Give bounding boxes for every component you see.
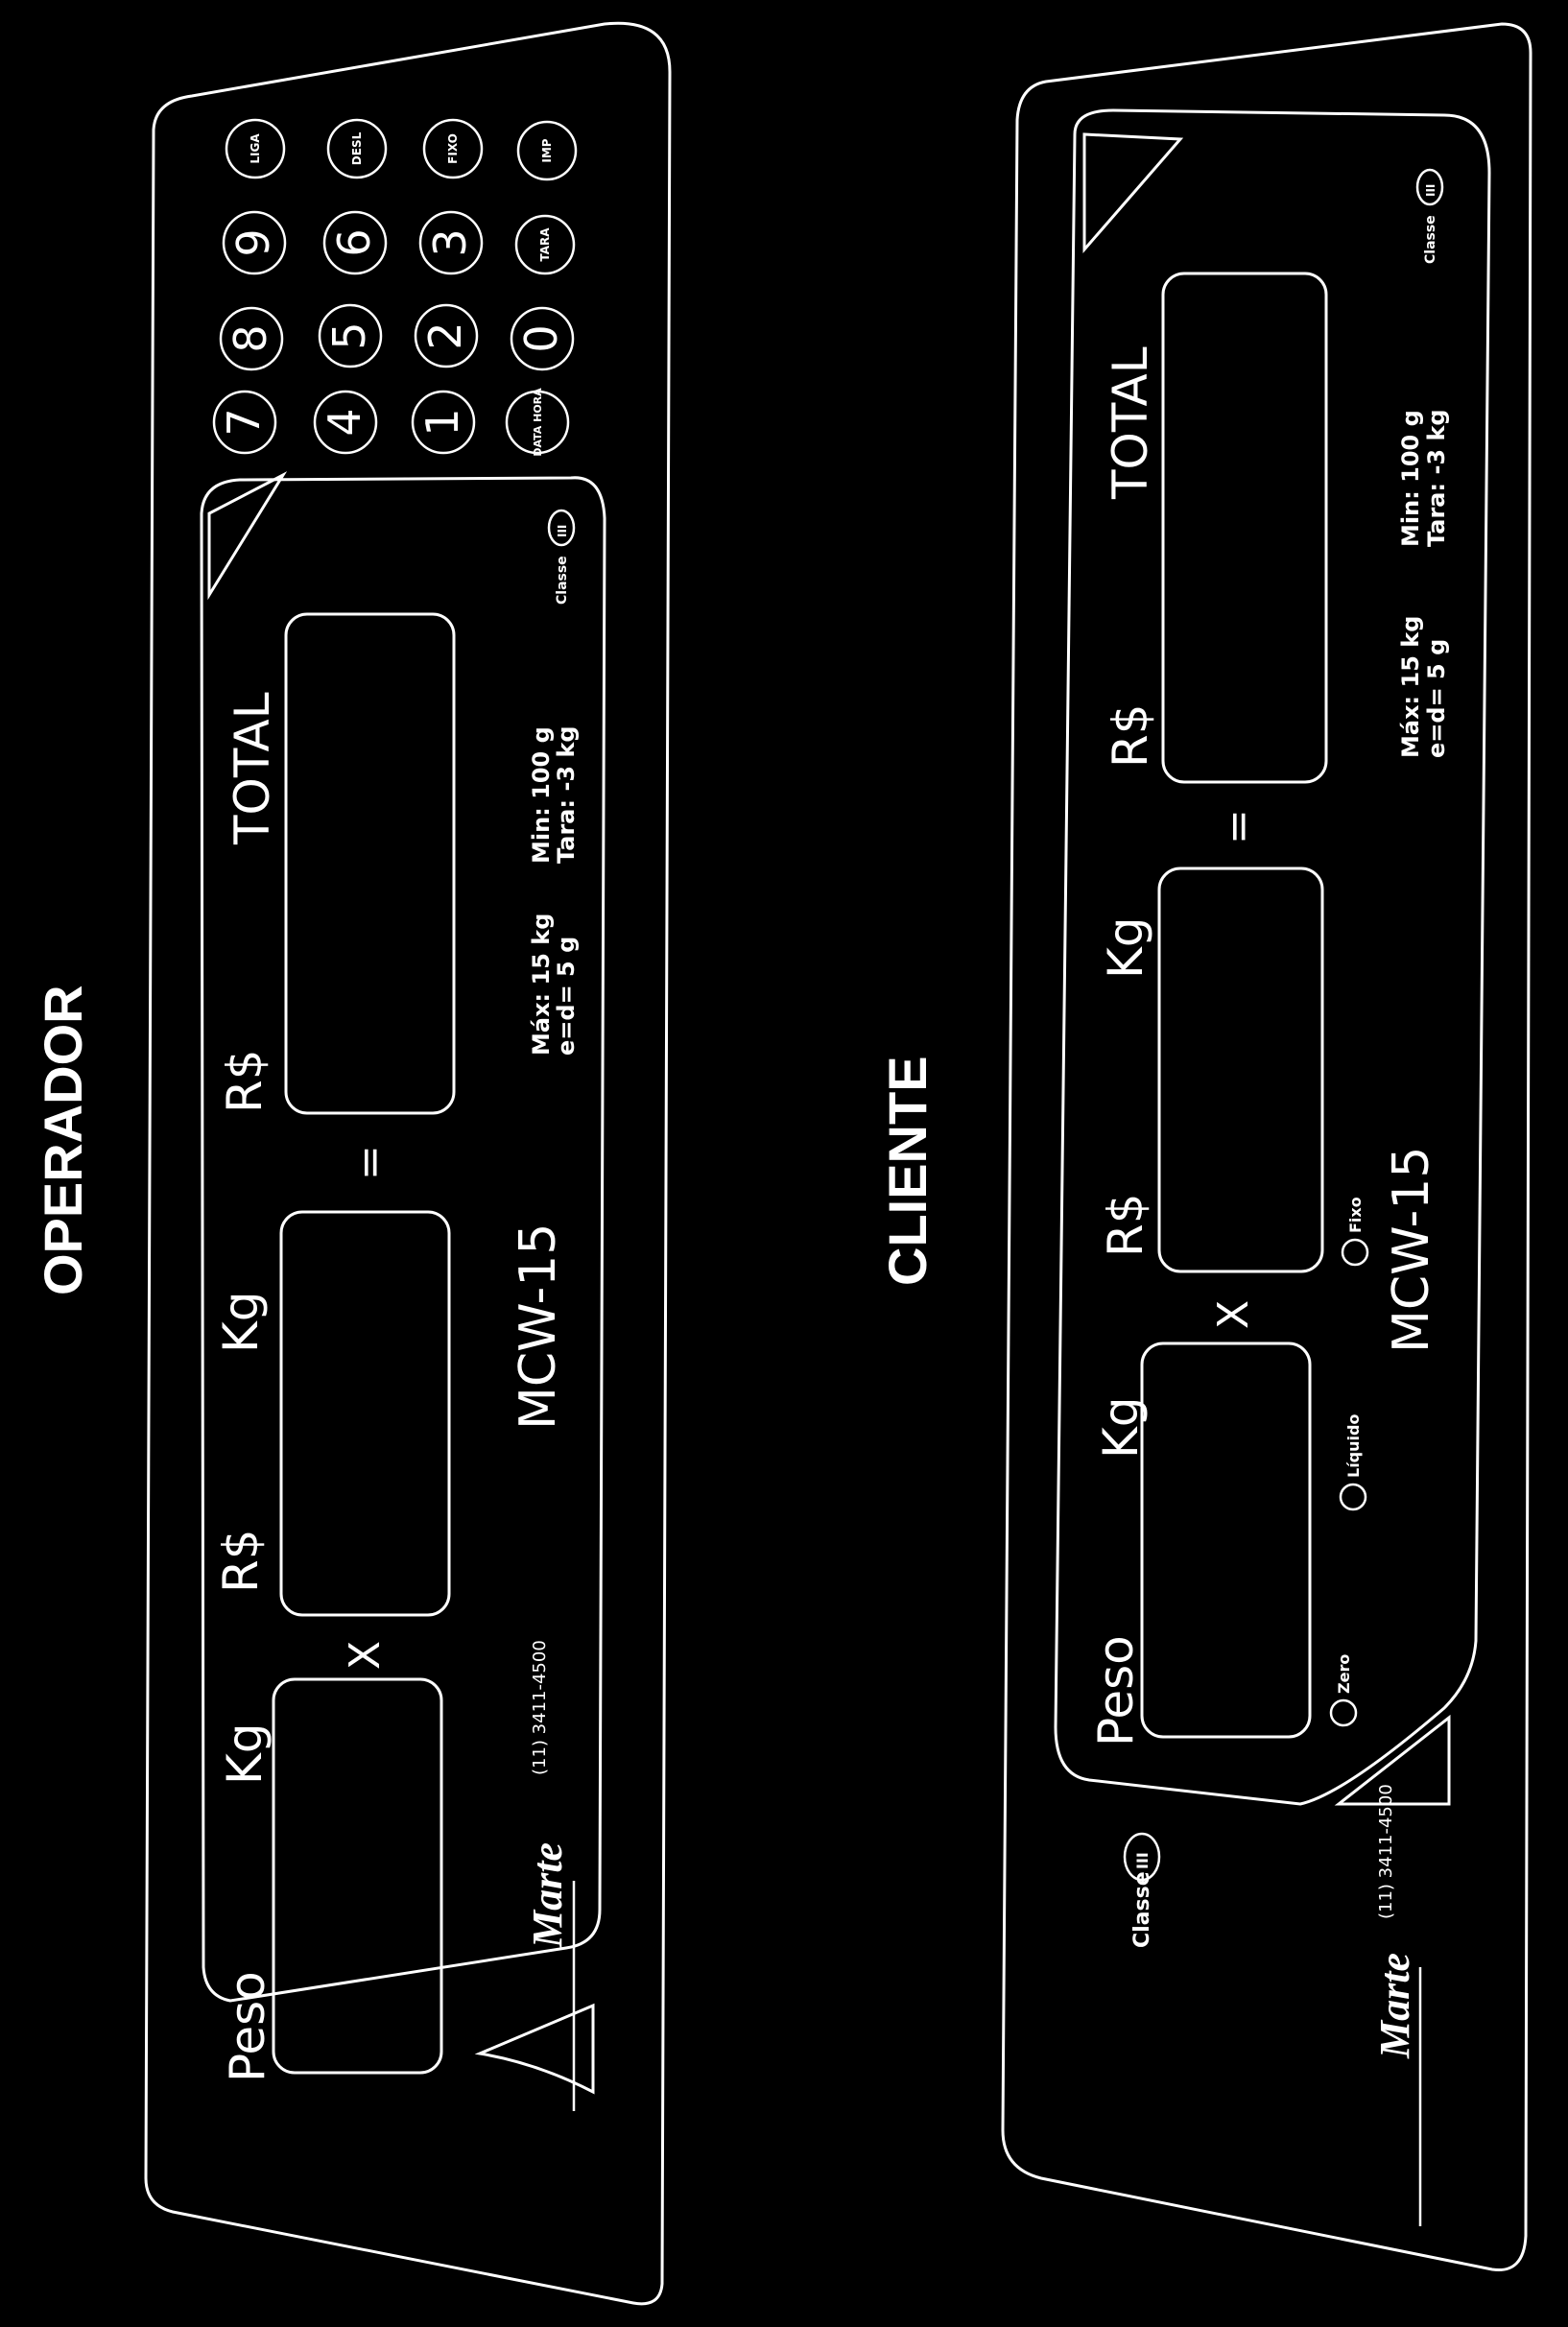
cliente-brand: Marte (1371, 1953, 1418, 2059)
key-7[interactable] (212, 390, 277, 455)
key-imp-label: IMP (540, 138, 554, 162)
cliente-classe-top-badge (1415, 168, 1444, 206)
cliente-spec-ed: e=d= 5 g (1423, 639, 1450, 758)
cliente-liquido-indicator (1339, 1483, 1367, 1511)
cliente-classe-bottom: Classe (1130, 1871, 1154, 1948)
key-5[interactable] (318, 303, 383, 368)
cliente-label-total: TOTAL (1103, 346, 1158, 500)
key-2-label: 2 (419, 321, 471, 349)
key-desl-label: DESL (350, 131, 364, 165)
operador-equals-sign: = (345, 1145, 394, 1180)
operador-spec-ed: e=d= 5 g (553, 937, 580, 1056)
cliente-equals-sign: = (1214, 809, 1263, 844)
cliente-liquido-label: Líquido (1344, 1414, 1363, 1478)
cliente-classe-bottom-number: III (1133, 1852, 1152, 1869)
operador-label-total: TOTAL (225, 692, 280, 845)
operador-spec-tara: Tara: -3 kg (553, 725, 580, 864)
key-6-label: 6 (328, 228, 380, 256)
key-2[interactable] (414, 303, 479, 368)
key-desl[interactable] (326, 118, 388, 179)
cliente-fixo-indicator (1341, 1238, 1369, 1267)
key-fixo-label: FIXO (446, 133, 460, 164)
key-liga-label: LIGA (249, 133, 262, 164)
cliente-outer-frame (1001, 22, 1532, 2272)
key-3[interactable] (418, 210, 484, 275)
cliente-label-rs1: R$ (1098, 1193, 1153, 1257)
key-1[interactable] (411, 390, 476, 455)
operador-model: MCW-15 (510, 1223, 567, 1430)
operador-phone: (11) 3411-4500 (530, 1640, 550, 1775)
key-tara-label: TARA (538, 227, 552, 262)
operador-panel: OPERADOR Peso Kg R$ Kg R$ TOTAL X = MCW-… (33, 21, 672, 2306)
key-5-label: 5 (323, 321, 375, 349)
cliente-display-frame (1054, 108, 1491, 1806)
cliente-corner-top (1082, 132, 1184, 254)
key-data-hora-label: DATA HORA (532, 388, 544, 457)
cliente-spec-tara: Tara: -3 kg (1423, 409, 1450, 547)
operador-brand: Marte (524, 1842, 571, 1949)
key-6[interactable] (322, 210, 388, 275)
cliente-corner-bottom (1334, 1714, 1451, 1806)
key-tara[interactable] (514, 214, 576, 275)
operador-total-window (284, 612, 456, 1115)
operador-spec-max: Máx: 15 kg (528, 914, 555, 1056)
cliente-times-sign: X (1209, 1300, 1258, 1329)
operador-label-rs2: R$ (217, 1049, 273, 1113)
key-0-label: 0 (515, 324, 567, 352)
cliente-label-kg2: Kg (1098, 916, 1153, 979)
operador-times-sign: X (341, 1641, 390, 1670)
operador-label-kg1: Kg (217, 1722, 273, 1785)
operador-label-kg2: Kg (213, 1291, 269, 1353)
operador-classe-badge (547, 509, 576, 547)
operador-peso-window (272, 1677, 443, 2075)
key-9-label: 9 (227, 228, 279, 256)
key-8-label: 8 (225, 324, 276, 352)
cliente-title: CLIENTE (877, 1056, 938, 1286)
cliente-peso-window (1140, 1342, 1312, 1739)
operador-rs-kg-window (279, 1210, 451, 1617)
cliente-zero-label: Zero (1335, 1654, 1353, 1694)
cliente-total-window (1161, 272, 1328, 784)
operador-outer-frame (144, 21, 672, 2306)
operador-display-frame (200, 476, 606, 2003)
cliente-fixo-label: Fixo (1346, 1197, 1365, 1233)
key-liga[interactable] (225, 118, 286, 179)
operador-corner-top (207, 471, 288, 601)
operador-classe: Classe (555, 556, 570, 605)
key-0[interactable] (510, 306, 575, 371)
key-fixo[interactable] (422, 118, 484, 179)
operador-classe-number: III (556, 525, 569, 537)
cliente-classe-bottom-badge (1123, 1832, 1161, 1882)
cliente-model: MCW-15 (1383, 1147, 1440, 1353)
cliente-kg-window (1157, 867, 1324, 1273)
cliente-phone: (11) 3411-4500 (1376, 1784, 1396, 1919)
operador-label-rs1: R$ (213, 1529, 269, 1593)
key-4-label: 4 (319, 408, 370, 436)
key-8[interactable] (219, 306, 284, 371)
key-1-label: 1 (416, 408, 468, 436)
cliente-classe-top-number: III (1424, 184, 1437, 197)
key-data-hora[interactable] (505, 390, 570, 455)
operador-label-peso: Peso (220, 1971, 275, 2082)
operador-corner-bottom (474, 2003, 595, 2095)
key-4[interactable] (313, 390, 378, 455)
cliente-panel: CLIENTE Peso Kg X R$ Kg = R$ TOTAL Zero … (877, 22, 1532, 2272)
key-3-label: 3 (424, 228, 476, 256)
cliente-label-peso: Peso (1088, 1635, 1144, 1746)
cliente-classe-top: Classe (1423, 215, 1438, 264)
key-imp[interactable] (516, 120, 578, 181)
cliente-label-kg1: Kg (1093, 1396, 1149, 1459)
operador-title: OPERADOR (33, 985, 93, 1295)
cliente-spec-max: Máx: 15 kg (1397, 616, 1424, 758)
cliente-label-rs2: R$ (1103, 703, 1158, 768)
key-9[interactable] (222, 210, 287, 275)
key-7-label: 7 (218, 408, 270, 436)
cliente-zero-indicator (1329, 1698, 1358, 1727)
cliente-spec-min: Min: 100 g (1397, 410, 1424, 547)
operador-keypad: 7 8 9 LIGA 4 5 6 DESL 1 2 3 FIXO (212, 118, 578, 457)
operador-spec-min: Min: 100 g (528, 726, 555, 864)
